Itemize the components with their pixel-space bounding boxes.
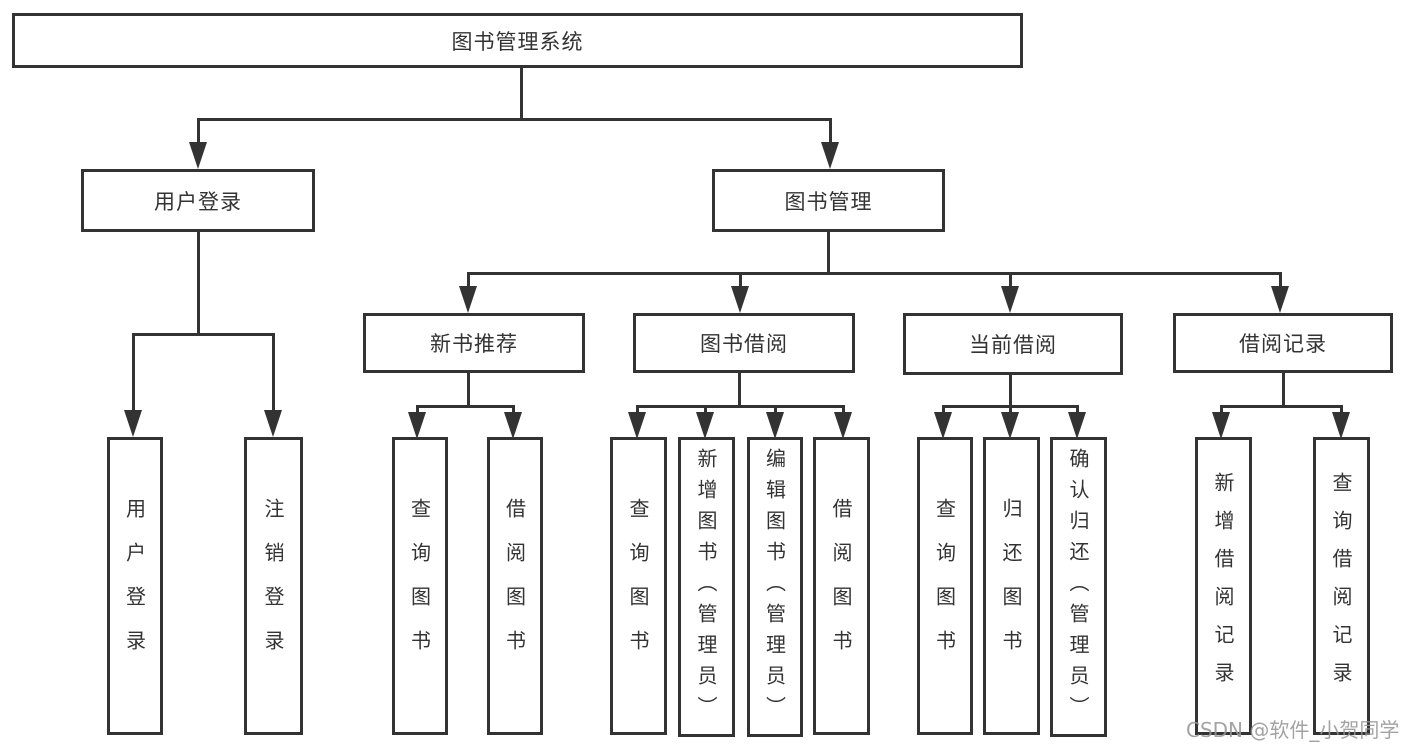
arrow-down-icon [189, 142, 207, 169]
leaf-add-borrow-record-label: 新增借阅记录 [1211, 472, 1235, 700]
connector-leaf [774, 405, 777, 415]
leaf-borrow-books: 借阅图书 [813, 437, 870, 735]
leaf-add-book-admin-label: 新增图书（管理员） [694, 447, 718, 727]
leaf-borrow-books-label: 借阅图书 [829, 498, 853, 674]
connector-book-borrow-branch [636, 405, 845, 408]
leaf-logout-label: 注销登录 [261, 498, 285, 674]
arrow-down-icon [834, 412, 852, 439]
leaf-add-book-admin: 新增图书（管理员） [678, 437, 735, 737]
arrow-down-icon [1068, 412, 1086, 439]
node-root-label: 图书管理系统 [451, 29, 584, 54]
connector-current-borrow-stem [1009, 375, 1012, 408]
leaf-query-books-current-label: 查询图书 [932, 498, 957, 674]
leaf-query-books-borrow-label: 查询图书 [626, 498, 650, 674]
arrow-down-icon [731, 286, 749, 313]
node-book-borrow: 图书借阅 [633, 313, 855, 373]
leaf-add-borrow-record: 新增借阅记录 [1195, 437, 1252, 735]
leaf-confirm-return-admin-label: 确认归还（管理员） [1066, 447, 1090, 727]
node-current-borrow-label: 当前借阅 [969, 333, 1057, 357]
connector-to-new-book [467, 272, 470, 289]
leaf-logout: 注销登录 [244, 437, 303, 735]
connector-new-book-branch [416, 405, 515, 408]
leaf-query-books-borrow: 查询图书 [610, 437, 667, 735]
connector-to-book-borrow [739, 272, 742, 289]
arrow-down-icon [459, 286, 477, 313]
connector-to-leaf-logout [272, 333, 275, 413]
leaf-borrow-books-recommend-label: 借阅图书 [502, 498, 527, 674]
node-user-login: 用户登录 [81, 169, 315, 232]
connector-leaf [512, 405, 515, 415]
node-new-book-recommend: 新书推荐 [363, 313, 585, 373]
connector-book-management-branch [467, 272, 1281, 275]
connector-user-login-branch [132, 333, 275, 336]
connector-leaf [1009, 405, 1012, 415]
leaf-query-books-recommend-label: 查询图书 [407, 498, 432, 674]
connector-borrow-records-stem [1282, 373, 1285, 408]
connector-root-stem [520, 68, 523, 120]
node-user-login-label: 用户登录 [154, 189, 242, 214]
connector-leaf [1220, 405, 1223, 415]
connector-borrow-records-branch [1220, 405, 1343, 408]
leaf-query-books-current: 查询图书 [917, 437, 973, 735]
leaf-return-book: 归还图书 [983, 437, 1040, 735]
connector-leaf [636, 405, 639, 415]
arrow-down-icon [696, 412, 714, 439]
connector-leaf [704, 405, 707, 415]
connector-to-borrow-records [1279, 272, 1282, 289]
leaf-borrow-books-recommend: 借阅图书 [487, 437, 543, 735]
connector-user-login-stem [197, 232, 200, 336]
node-new-book-recommend-label: 新书推荐 [430, 332, 518, 356]
leaf-query-borrow-record-label: 查询借阅记录 [1329, 472, 1353, 700]
node-book-management-label: 图书管理 [784, 189, 873, 214]
leaf-confirm-return-admin: 确认归还（管理员） [1050, 437, 1107, 737]
connector-leaf [842, 405, 845, 415]
connector-to-user-login [197, 118, 200, 147]
csdn-watermark: CSDN @软件_小贺同学 [1186, 718, 1400, 742]
connector-to-current-borrow [1009, 272, 1012, 289]
node-current-borrow: 当前借阅 [903, 313, 1123, 375]
leaf-user-login-label: 用户登录 [122, 498, 147, 674]
connector-to-leaf-user-login [132, 333, 135, 413]
arrow-down-icon [934, 412, 952, 439]
leaf-return-book-label: 归还图书 [999, 498, 1023, 674]
arrow-down-icon [1271, 286, 1289, 313]
arrow-down-icon [124, 410, 142, 437]
node-book-borrow-label: 图书借阅 [700, 332, 788, 356]
arrow-down-icon [1001, 286, 1019, 313]
connector-leaf [1076, 405, 1079, 415]
arrow-down-icon [821, 142, 839, 169]
arrow-down-icon [1332, 412, 1350, 439]
leaf-user-login: 用户登录 [107, 437, 163, 735]
arrow-down-icon [1001, 412, 1019, 439]
arrow-down-icon [264, 410, 282, 437]
leaf-edit-book-admin: 编辑图书（管理员） [747, 437, 803, 737]
connector-leaf [416, 405, 419, 415]
arrow-down-icon [504, 412, 522, 439]
node-root: 图书管理系统 [12, 13, 1023, 68]
arrow-down-icon [1212, 412, 1230, 439]
node-borrow-records: 借阅记录 [1173, 313, 1393, 373]
arrow-down-icon [766, 412, 784, 439]
connector-to-book-management [829, 118, 832, 147]
connector-root-branch [197, 118, 832, 121]
leaf-query-borrow-record: 查询借阅记录 [1313, 437, 1370, 735]
connector-new-book-stem [467, 373, 470, 408]
connector-book-borrow-stem [738, 373, 741, 408]
leaf-edit-book-admin-label: 编辑图书（管理员） [762, 447, 787, 727]
connector-leaf [942, 405, 945, 415]
connector-leaf [1340, 405, 1343, 415]
connector-book-management-stem [827, 232, 830, 275]
arrow-down-icon [408, 412, 426, 439]
node-book-management: 图书管理 [712, 169, 945, 232]
node-borrow-records-label: 借阅记录 [1239, 332, 1327, 356]
arrow-down-icon [628, 412, 646, 439]
leaf-query-books-recommend: 查询图书 [392, 437, 448, 735]
